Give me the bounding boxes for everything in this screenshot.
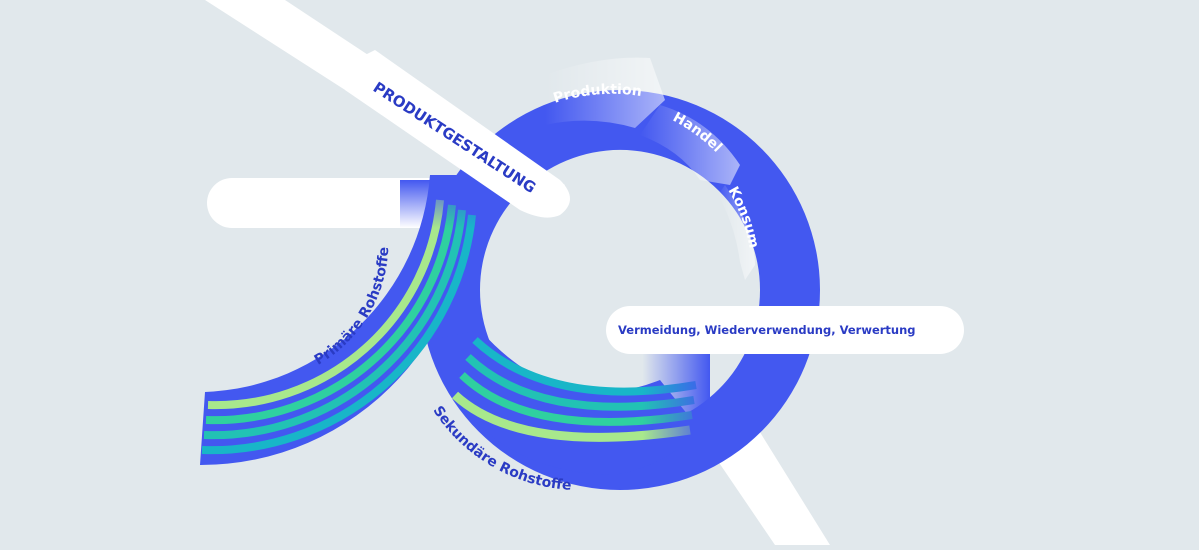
vermeidung-band bbox=[606, 306, 964, 354]
primary-raw-materials-stream bbox=[200, 175, 490, 466]
secondary-raw-materials-stream bbox=[430, 330, 710, 475]
vermeidung-label: Vermeidung, Wiederverwendung, Verwertung bbox=[618, 323, 916, 337]
produktgestaltung-band bbox=[345, 50, 570, 218]
stage-arrow-produktion bbox=[545, 57, 665, 128]
stage-arrow-konsum bbox=[718, 185, 755, 280]
stage-arrow-handel bbox=[640, 105, 740, 185]
